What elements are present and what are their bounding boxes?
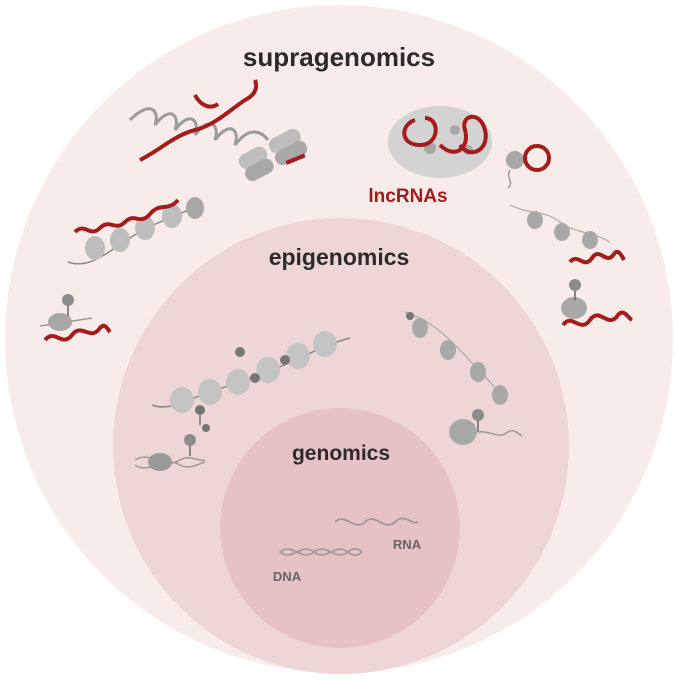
chromatin-lncrna-right-icon: [509, 204, 626, 265]
dna-label: DNA: [272, 569, 302, 584]
rna-strand-icon: [334, 517, 419, 526]
circular-rna-icon: [506, 144, 551, 189]
nuclear-speckle-icon: [388, 106, 492, 178]
lncrnas-label: lncRNAs: [368, 186, 448, 207]
genomics-ring: [220, 408, 460, 648]
dna-methylation-icon: [134, 434, 206, 471]
rna-label: RNA: [392, 537, 422, 552]
chromosome-icon: [238, 128, 308, 182]
dna-lncrna-left-icon: [39, 294, 112, 342]
chromatin-loop-icon: [404, 311, 508, 405]
nucleosome-lncrna-right-icon: [561, 279, 634, 327]
modified-nucleosome-icon: [449, 409, 523, 445]
chromatin-fiber-icon: [151, 331, 351, 432]
supragenomics-label: supragenomics: [242, 42, 436, 72]
dna-helix-icon: [279, 548, 363, 556]
chromatin-lncrna-left-icon: [67, 197, 204, 265]
epigenomics-label: epigenomics: [268, 244, 410, 270]
coiled-chromatin-icon: [128, 79, 270, 162]
genomics-label: genomics: [291, 442, 391, 465]
